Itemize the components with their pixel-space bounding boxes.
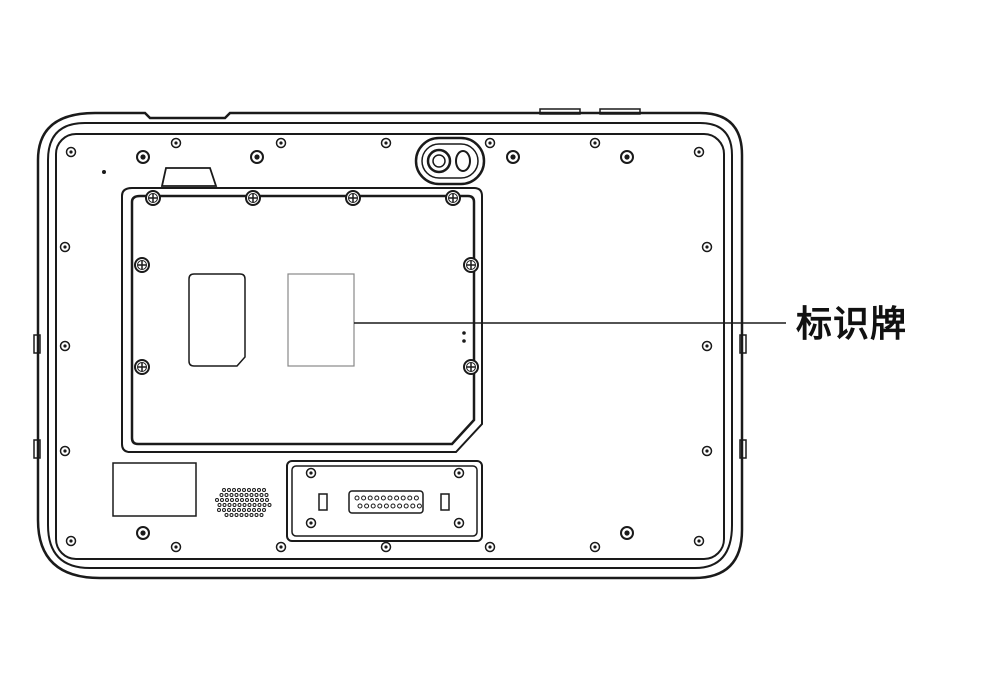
screw-icon <box>380 137 392 149</box>
screw-icon <box>305 517 317 529</box>
callout-label: 标识牌 <box>796 304 908 345</box>
screw-icon <box>445 190 461 206</box>
screw-icon <box>65 146 77 158</box>
screw-icon <box>484 137 496 149</box>
screw-icon <box>275 541 287 553</box>
screw-icon <box>453 517 465 529</box>
side-button-right <box>739 439 747 459</box>
bottom-rectangle-plate <box>112 462 197 517</box>
screw-icon <box>701 340 713 352</box>
screw-icon <box>345 190 361 206</box>
screw-icon <box>59 340 71 352</box>
screw-icon <box>250 150 264 164</box>
tablet-back-panel <box>55 133 725 560</box>
screw-icon <box>620 150 634 164</box>
screw-icon <box>59 445 71 457</box>
card-slot-outline <box>188 273 246 367</box>
side-button-left <box>33 439 41 459</box>
speaker-grille-icon <box>215 488 272 517</box>
screw-icon <box>693 535 705 547</box>
screw-icon <box>305 467 317 479</box>
screw-icon <box>701 241 713 253</box>
screw-icon <box>170 541 182 553</box>
microphone-hole <box>102 170 106 174</box>
screw-icon <box>59 241 71 253</box>
tablet-outer-bumper <box>36 111 744 580</box>
screw-icon <box>134 257 150 273</box>
screw-icon <box>693 146 705 158</box>
top-button <box>599 108 641 115</box>
screw-icon <box>506 150 520 164</box>
screw-icon <box>145 190 161 206</box>
screw-icon <box>701 445 713 457</box>
screw-icon <box>245 190 261 206</box>
screw-icon <box>589 137 601 149</box>
battery-cover-inner <box>130 194 476 446</box>
kickstand-tab <box>160 167 218 187</box>
tablet-inner-frame <box>47 122 733 569</box>
screw-icon <box>620 526 634 540</box>
side-button-right <box>739 334 747 354</box>
screw-icon <box>463 257 479 273</box>
camera-icon <box>414 136 486 186</box>
battery-cover-outer <box>121 187 483 453</box>
screw-icon <box>380 541 392 553</box>
identification-label-plate <box>287 273 355 367</box>
screw-icon <box>589 541 601 553</box>
indicator-dot <box>462 339 466 343</box>
screw-icon <box>463 359 479 375</box>
screw-icon <box>136 526 150 540</box>
screw-icon <box>275 137 287 149</box>
top-button <box>539 108 581 115</box>
screw-icon <box>484 541 496 553</box>
screw-icon <box>136 150 150 164</box>
screw-icon <box>65 535 77 547</box>
side-button-left <box>33 334 41 354</box>
screw-icon <box>134 359 150 375</box>
docking-connector-icon <box>286 460 483 542</box>
screw-icon <box>170 137 182 149</box>
screws-group <box>59 137 713 553</box>
screw-icon <box>453 467 465 479</box>
indicator-dot <box>462 331 466 335</box>
